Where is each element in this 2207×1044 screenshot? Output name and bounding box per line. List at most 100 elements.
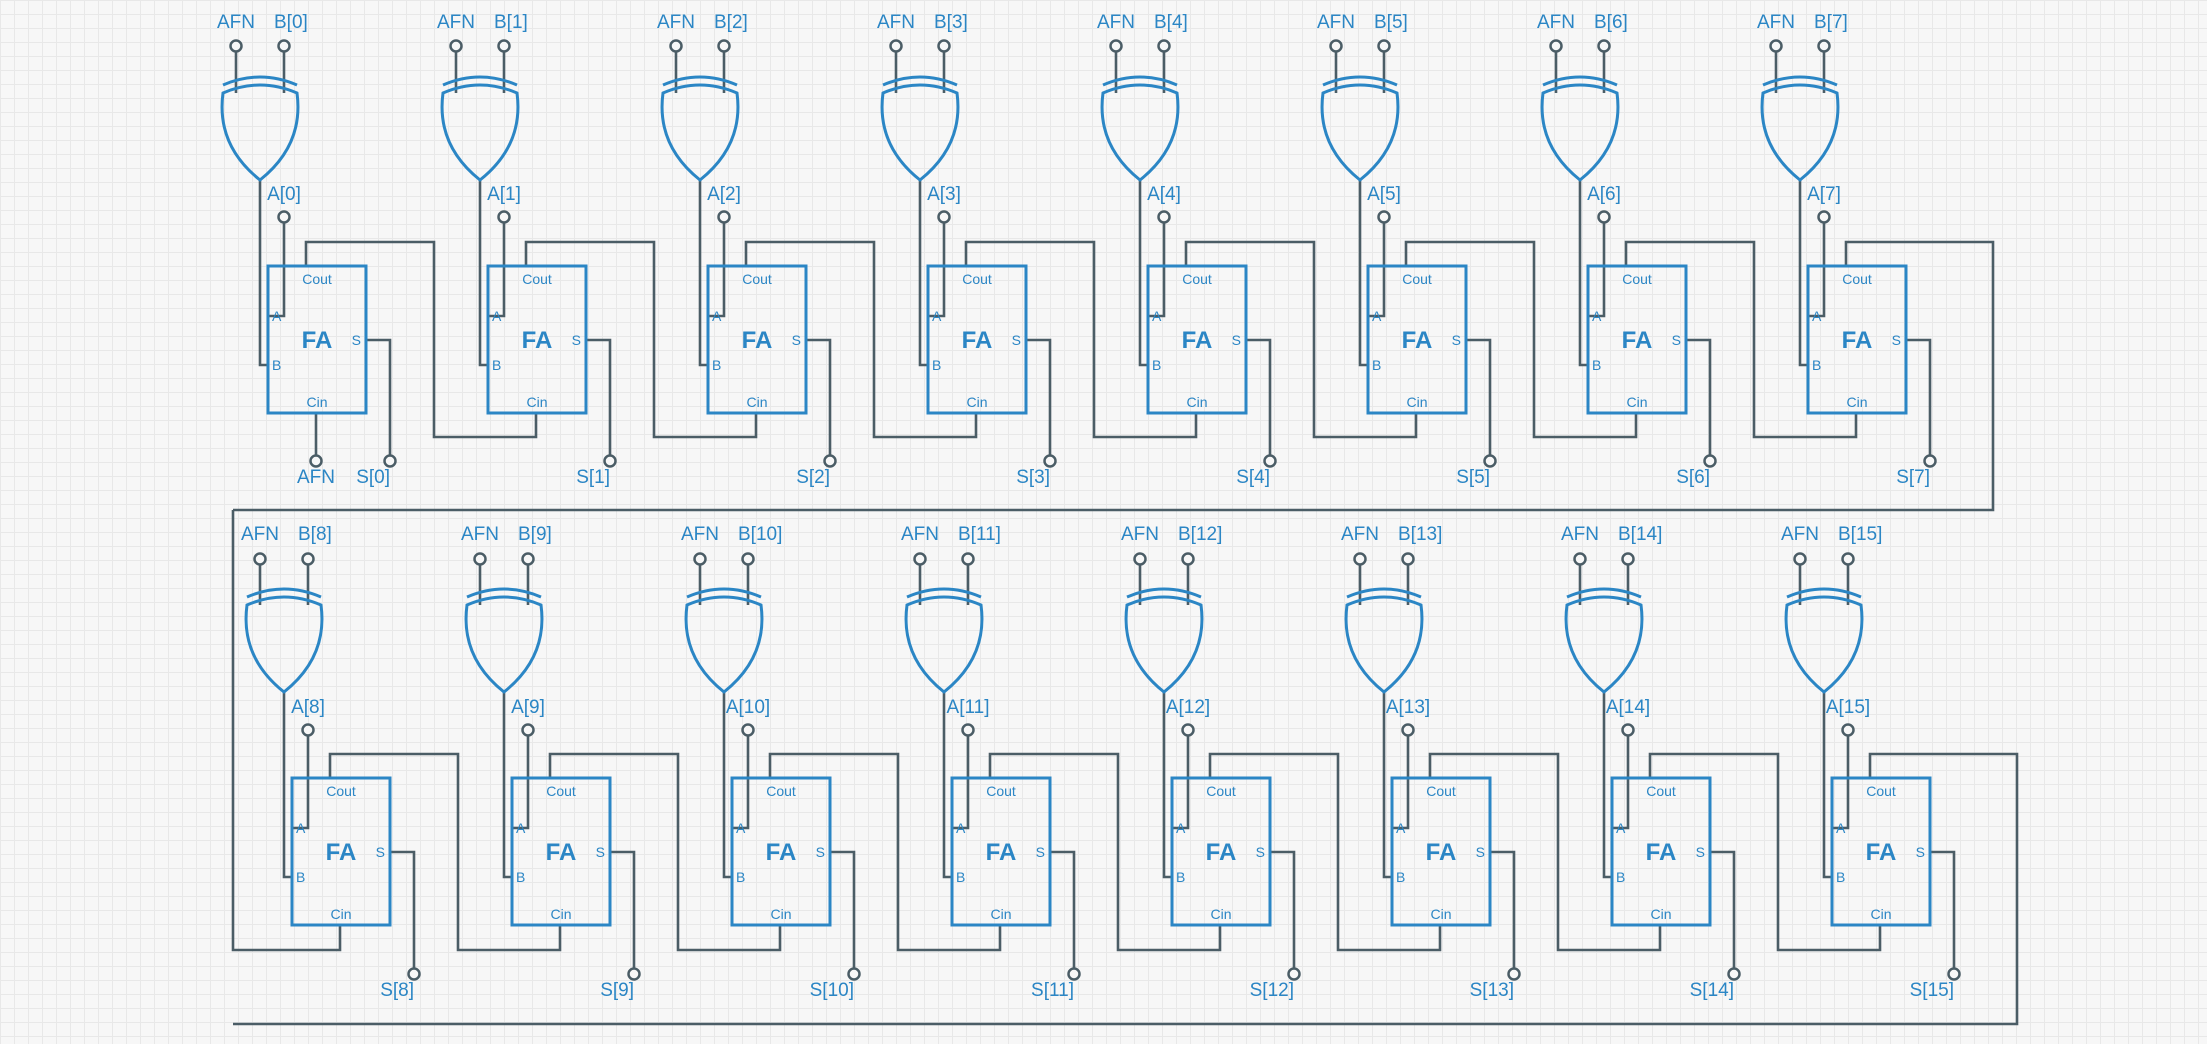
- b-input-pin[interactable]: [961, 552, 975, 566]
- b-input-pin[interactable]: [741, 552, 755, 566]
- xor-gate[interactable]: [1540, 75, 1620, 182]
- a-input-pin[interactable]: [277, 210, 291, 224]
- sum-output-pin[interactable]: [1947, 967, 1961, 981]
- b-input-pin[interactable]: [1841, 552, 1855, 566]
- sum-output-pin[interactable]: [407, 967, 421, 981]
- afn-input-pin[interactable]: [473, 552, 487, 566]
- xor-gate[interactable]: [1320, 75, 1400, 182]
- afn-input-pin[interactable]: [1133, 552, 1147, 566]
- sum-output-pin[interactable]: [603, 454, 617, 468]
- b-input-pin[interactable]: [521, 552, 535, 566]
- xor-gate[interactable]: [1760, 75, 1840, 182]
- afn-input-pin[interactable]: [229, 39, 243, 53]
- b-input-pin[interactable]: [1401, 552, 1415, 566]
- sum-output-pin[interactable]: [1507, 967, 1521, 981]
- a-input-pin[interactable]: [1597, 210, 1611, 224]
- a-input-pin[interactable]: [1841, 723, 1855, 737]
- sum-output-pin[interactable]: [1727, 967, 1741, 981]
- xor-gate[interactable]: [1564, 587, 1644, 694]
- sum-output-pin[interactable]: [823, 454, 837, 468]
- sum-port-label: S: [1012, 332, 1021, 348]
- b-input-pin[interactable]: [1817, 39, 1831, 53]
- b-input-pin[interactable]: [301, 552, 315, 566]
- carry-in-port-label: Cin: [1626, 394, 1647, 410]
- b-input-pin[interactable]: [1181, 552, 1195, 566]
- afn-input-pin[interactable]: [1353, 552, 1367, 566]
- sum-output-pin[interactable]: [847, 967, 861, 981]
- sum-output-pin[interactable]: [1067, 967, 1081, 981]
- a-input-pin[interactable]: [1157, 210, 1171, 224]
- b-input-pin[interactable]: [1597, 39, 1611, 53]
- a-input-pin[interactable]: [1181, 723, 1195, 737]
- b-input-pin[interactable]: [497, 39, 511, 53]
- a-input-pin[interactable]: [1377, 210, 1391, 224]
- afn-input-pin[interactable]: [889, 39, 903, 53]
- xor-gate[interactable]: [244, 587, 324, 694]
- xor-gate[interactable]: [1344, 587, 1424, 694]
- afn-input-pin[interactable]: [693, 552, 707, 566]
- a-input-pin[interactable]: [1621, 723, 1635, 737]
- xor-gate[interactable]: [880, 75, 960, 182]
- sum-output-pin[interactable]: [1923, 454, 1937, 468]
- sum-output-pin[interactable]: [1703, 454, 1717, 468]
- a-input-pin[interactable]: [937, 210, 951, 224]
- xor-gate[interactable]: [660, 75, 740, 182]
- afn-input-pin[interactable]: [449, 39, 463, 53]
- afn-input-pin[interactable]: [1573, 552, 1587, 566]
- a-input-pin[interactable]: [717, 210, 731, 224]
- sum-output-pin[interactable]: [627, 967, 641, 981]
- b-input-pin[interactable]: [1377, 39, 1391, 53]
- sum-output-pin[interactable]: [1287, 967, 1301, 981]
- a-input-pin[interactable]: [301, 723, 315, 737]
- xor-gate[interactable]: [1124, 587, 1204, 694]
- afn-input-pin[interactable]: [1769, 39, 1783, 53]
- a-input-pin[interactable]: [1817, 210, 1831, 224]
- a-input-pin[interactable]: [1401, 723, 1415, 737]
- b-input-pin[interactable]: [1621, 552, 1635, 566]
- b-input-pin[interactable]: [1157, 39, 1171, 53]
- xor-gate[interactable]: [1100, 75, 1180, 182]
- xor-gate[interactable]: [440, 75, 520, 182]
- b-input-pin[interactable]: [937, 39, 951, 53]
- sum-output-pin[interactable]: [1043, 454, 1057, 468]
- afn-input-pin[interactable]: [253, 552, 267, 566]
- afn-input-pin[interactable]: [1109, 39, 1123, 53]
- sum-output-pin[interactable]: [1263, 454, 1277, 468]
- xor-gate[interactable]: [1784, 587, 1864, 694]
- afn-input-pin[interactable]: [669, 39, 683, 53]
- b-input-pin[interactable]: [717, 39, 731, 53]
- sum-output-pin[interactable]: [1483, 454, 1497, 468]
- a-input-pin[interactable]: [961, 723, 975, 737]
- xor-gate[interactable]: [904, 587, 984, 694]
- a-input-pin[interactable]: [497, 210, 511, 224]
- afn-input-pin[interactable]: [913, 552, 927, 566]
- a-input-pin[interactable]: [521, 723, 535, 737]
- xor-gate[interactable]: [220, 75, 300, 182]
- xor-gate[interactable]: [464, 587, 544, 694]
- carry-in-pin[interactable]: [309, 454, 323, 468]
- afn-input-pin[interactable]: [1329, 39, 1343, 53]
- xor-gate[interactable]: [684, 587, 764, 694]
- a-input-pin[interactable]: [741, 723, 755, 737]
- sum-output-pin[interactable]: [383, 454, 397, 468]
- afn-input-pin[interactable]: [1549, 39, 1563, 53]
- b-input-pin[interactable]: [277, 39, 291, 53]
- afn-input-pin[interactable]: [1793, 552, 1807, 566]
